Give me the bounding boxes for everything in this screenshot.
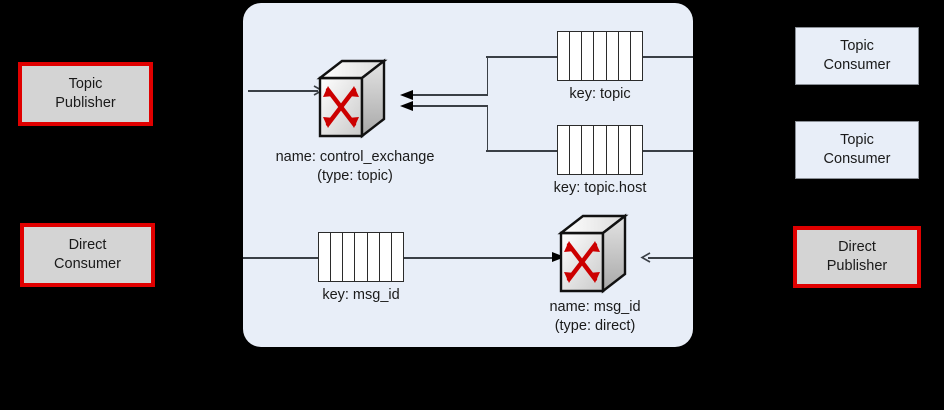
node-label-line2: Publisher <box>826 258 888 274</box>
queue-cell <box>607 32 619 80</box>
line-qtopichost-riser <box>486 105 489 151</box>
queue-topic-label: key: topic <box>569 86 631 102</box>
exchange-name-text: name: msg_id <box>549 299 641 315</box>
queue-msg-id <box>318 232 404 282</box>
node-label-line2: Consumer <box>54 256 121 272</box>
queue-msg-id-label: key: msg_id <box>322 287 400 303</box>
node-label-line1: Direct <box>838 239 876 256</box>
queue-cell <box>631 32 642 80</box>
queue-cell <box>619 126 631 174</box>
msg-id-exchange-name-label: name: msg_id (type: direct) <box>495 298 695 336</box>
exchange-control-exchange-icon <box>316 58 390 145</box>
queue-cell <box>619 32 631 80</box>
exchange-type-text: (type: direct) <box>554 317 636 334</box>
node-label-line1: Topic <box>840 38 874 55</box>
line-direct-publisher-to-msgid <box>648 257 693 259</box>
queue-cell <box>607 126 619 174</box>
arrowhead-qtopichost-to-exchange <box>400 100 413 111</box>
node-topic-publisher[interactable]: Topic Publisher <box>18 62 153 126</box>
line-msgid-queue-left <box>243 257 318 259</box>
node-label-line1: Topic <box>68 76 103 93</box>
node-label-line2: Consumer <box>823 151 891 167</box>
queue-cell <box>570 126 583 174</box>
line-qtopichost-to-consumer2 <box>643 150 693 152</box>
line-publisher-to-control-exchange <box>248 90 318 92</box>
queue-cell <box>319 233 332 281</box>
queue-cell <box>558 126 571 174</box>
queue-topic-host-label: key: topic.host <box>553 180 647 196</box>
arrowhead-qtopic-to-exchange <box>400 89 413 100</box>
node-direct-publisher[interactable]: Direct Publisher <box>793 226 921 288</box>
queue-cell <box>631 126 642 174</box>
line-msgid-queue-right <box>404 257 556 259</box>
queue-cell <box>594 126 607 174</box>
line-qtopic-top <box>486 56 558 58</box>
queue-cell <box>368 233 380 281</box>
queue-cell <box>343 233 356 281</box>
line-qtopic-to-exchange-h <box>412 94 488 96</box>
node-direct-consumer[interactable]: Direct Consumer <box>20 223 155 287</box>
line-qtopichost-bottom <box>486 150 558 152</box>
queue-cell <box>570 32 583 80</box>
node-label-line1: Topic <box>840 132 874 149</box>
node-topic-consumer-1[interactable]: Topic Consumer <box>795 27 919 85</box>
node-topic-consumer-2[interactable]: Topic Consumer <box>795 121 919 179</box>
line-qtopic-riser <box>486 56 489 95</box>
queue-cell <box>558 32 571 80</box>
node-label-line2: Consumer <box>823 57 891 73</box>
queue-cell <box>392 233 403 281</box>
queue-cell <box>582 126 595 174</box>
exchange-name-text: name: control_exchange <box>275 149 435 165</box>
line-qtopichost-to-exchange-h <box>412 105 488 107</box>
queue-topic-host <box>557 125 643 175</box>
queue-cell <box>582 32 595 80</box>
node-label-line2: Publisher <box>55 95 116 111</box>
exchange-type-text: (type: topic) <box>317 167 393 184</box>
queue-cell <box>355 233 368 281</box>
arrowhead-msgid-from-publisher <box>640 251 651 263</box>
exchange-msg-id-icon <box>557 213 631 300</box>
node-label-line1: Direct <box>68 237 107 254</box>
queue-cell <box>380 233 392 281</box>
queue-cell <box>594 32 607 80</box>
control-exchange-name-label: name: control_exchange (type: topic) <box>250 148 460 186</box>
arrowhead-into-msgid-exchange <box>552 251 565 262</box>
line-qtopic-to-consumer1 <box>643 56 693 58</box>
queue-topic <box>557 31 643 81</box>
queue-cell <box>331 233 344 281</box>
